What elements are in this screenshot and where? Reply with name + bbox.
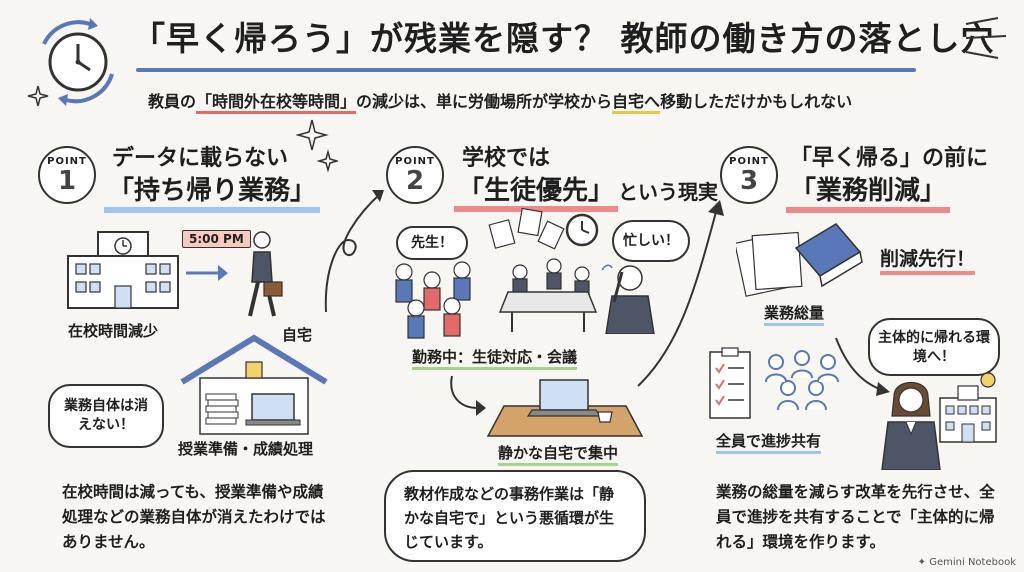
- wall-clock-icon: [565, 213, 599, 247]
- emphasis-lines-icon: [965, 17, 1007, 59]
- papers-flying-icon: [488, 207, 565, 250]
- point-3-heading: 「早く帰る」の前に: [790, 146, 989, 171]
- house-icon: [180, 334, 328, 435]
- point-3-badge: POINT 3: [720, 146, 778, 204]
- reduce-first-label: 削減先行！: [880, 244, 976, 275]
- subtitle-highlight-1: 「時間外在校等時間」: [196, 92, 357, 114]
- total-work-label: 業務総量: [764, 302, 825, 326]
- point-1-badge: POINT 1: [38, 146, 96, 204]
- home-desk-laptop-icon: [486, 379, 644, 437]
- subtitle-mid: の減少は、単に労働場所が学校から: [356, 92, 613, 111]
- share-progress-label: 全員で進捗共有: [716, 430, 822, 454]
- point-2-body-bubble: 教材作成などの事務作業は「静かな自宅で」という悪循環が生じています。: [384, 470, 646, 562]
- documents-eraser-icon: [736, 223, 863, 297]
- curved-arrow-down-icon: [450, 375, 486, 416]
- arrow-right-icon: [186, 265, 228, 281]
- subtitle-prefix: 教員の: [148, 92, 197, 111]
- sparkle-icon: [296, 119, 338, 173]
- at-work-label: 勤務中：生徒対応・会議: [412, 346, 578, 370]
- subtitle-highlight-2: 自宅へ: [612, 92, 661, 114]
- brand-icon: ✦: [917, 557, 927, 568]
- meeting-table-icon: [498, 258, 598, 332]
- sparkle-icon: [27, 85, 49, 107]
- students-group-icon: [395, 261, 471, 339]
- point-3-speech-bubble: 主体的に帰れる環境へ！: [868, 318, 1000, 376]
- home-label: 自宅: [282, 326, 313, 344]
- subtitle-suffix: 移動しただけかもしれない: [660, 92, 853, 111]
- team-people-icon: [765, 350, 839, 411]
- point-2-heading: 学校では: [462, 146, 551, 171]
- point-1-heading: データに載らない: [112, 146, 289, 171]
- point-1-body: 在校時間は減っても、授業準備や成績処理などの業務自体が消えたわけではありません。: [62, 483, 326, 551]
- footer-brand: ✦ Gemini Notebook: [917, 557, 1016, 568]
- curved-arrow-icon: [835, 337, 890, 396]
- point-1-subheading: 「持ち帰り業務」: [104, 170, 321, 213]
- title-underline: [136, 68, 916, 72]
- school-building-icon: [67, 231, 179, 309]
- flow-arrow-icon: [637, 200, 724, 387]
- smiling-teacher-icon: [881, 382, 941, 470]
- subtitle: 教員の「時間外在校等時間」の減少は、単に労働場所が学校から自宅へ移動しただけかも…: [148, 88, 853, 114]
- home-work-label: 授業準備・成績処理: [178, 440, 314, 458]
- point-2-subheading: 「生徒優先」という現実: [454, 170, 718, 212]
- page-title: 「早く帰ろう」が残業を隠す？ 教師の働き方の落とし穴: [132, 19, 995, 58]
- point-3-body: 業務の総量を減らす改革を先行させ、全員で進捗を共有することで「主体的に帰れる」環…: [716, 483, 995, 551]
- point-3-subheading: 「業務削減」: [786, 170, 951, 213]
- clock-icon: [42, 18, 114, 106]
- stressed-teacher-icon: [601, 264, 655, 334]
- busy-thought-bubble: 忙しい！: [612, 220, 690, 262]
- home-focus-label: 静かな自宅で集中: [498, 442, 619, 466]
- flow-arrow-icon: [324, 190, 384, 313]
- point-2-badge: POINT 2: [386, 146, 444, 204]
- checklist-icon: [709, 347, 751, 419]
- school-sun-icon: [939, 372, 997, 443]
- time-tag: 5:00 PM: [182, 230, 251, 248]
- point-1-speech-bubble: 業務自体は消えない！: [48, 384, 164, 448]
- walking-teacher-icon: [248, 231, 283, 317]
- sensei-speech-bubble: 先生！: [396, 226, 468, 260]
- school-time-label: 在校時間減少: [68, 322, 159, 340]
